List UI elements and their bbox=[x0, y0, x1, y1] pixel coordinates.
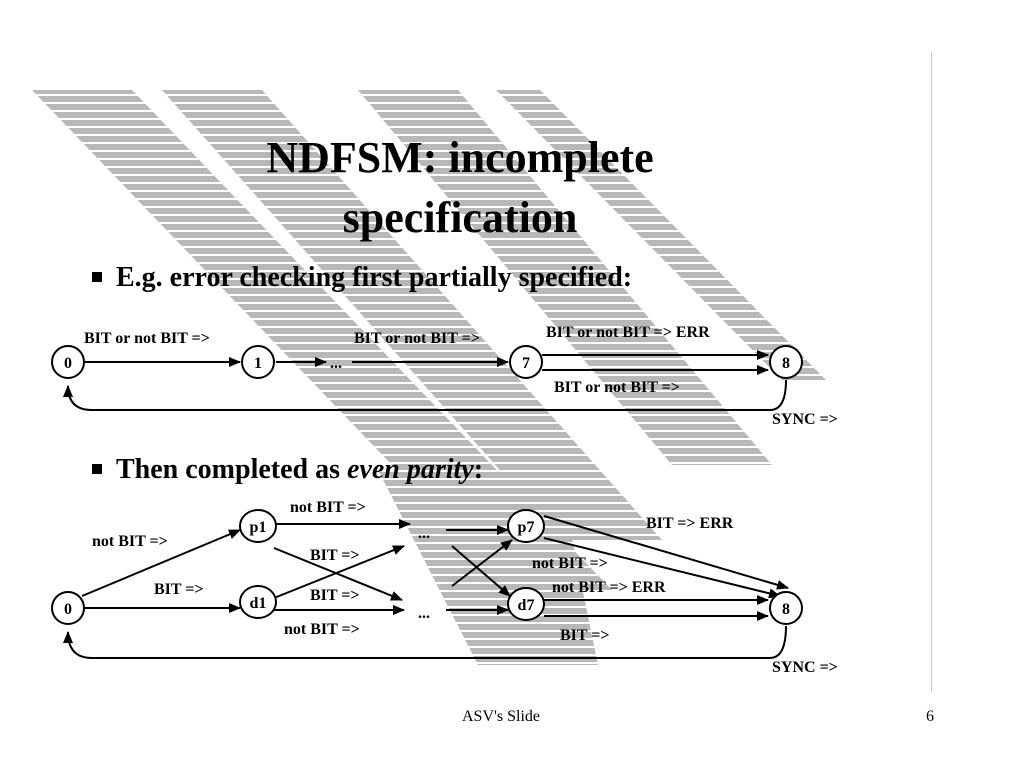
label-d1-bottom: not BIT => bbox=[284, 621, 360, 638]
edge-p7-8-notbit bbox=[543, 537, 781, 599]
bullet2-prefix: Then completed as bbox=[116, 454, 347, 485]
state-p1 bbox=[239, 509, 277, 543]
bullet-square-icon bbox=[92, 464, 102, 474]
ellipsis-1: ... bbox=[330, 355, 342, 372]
state-8 bbox=[769, 345, 803, 379]
state-d7 bbox=[507, 587, 545, 621]
diagram-even-parity bbox=[51, 509, 803, 659]
state-2-8 bbox=[769, 591, 803, 625]
label-d1-cross: BIT => bbox=[310, 587, 360, 604]
label-d7-bit: BIT => bbox=[560, 627, 610, 644]
diagram2-text: 0 p1 d1 p7 d7 8 ... ... not BIT => BIT =… bbox=[64, 499, 838, 676]
state-p7-label: p7 bbox=[518, 519, 535, 536]
edge-cross-a bbox=[451, 545, 511, 597]
state-2-0 bbox=[51, 591, 85, 625]
edge-p1-cross bbox=[273, 547, 403, 601]
bullet-even-parity: Then completed as even parity: bbox=[92, 456, 483, 484]
state-7 bbox=[509, 345, 543, 379]
label-0-d1: BIT => bbox=[154, 581, 204, 598]
label-p7-err: BIT => ERR bbox=[646, 515, 734, 532]
label-e01: BIT or not BIT => bbox=[84, 330, 210, 347]
label-p1-cross: BIT => bbox=[310, 547, 360, 564]
state-d7-label: d7 bbox=[518, 597, 535, 614]
diagram1-text: 0 1 7 8 ... BIT or not BIT => BIT or not… bbox=[64, 324, 838, 428]
stripe-band-2 bbox=[162, 90, 662, 540]
footer-caption: ASV's Slide bbox=[462, 708, 541, 725]
state-1-label: 1 bbox=[254, 355, 262, 372]
right-divider bbox=[931, 52, 932, 692]
state-d1-label: d1 bbox=[250, 595, 267, 612]
decorative-stripes bbox=[32, 90, 826, 665]
state-1 bbox=[241, 345, 275, 379]
ellipsis-bottom: ... bbox=[418, 605, 430, 622]
page-number: 6 bbox=[926, 708, 934, 725]
label-e17: BIT or not BIT => bbox=[354, 330, 480, 347]
edge-p7-8-err bbox=[543, 515, 789, 590]
bullet2-suffix: : bbox=[473, 454, 484, 485]
stripe-band-1 bbox=[32, 90, 612, 590]
label-d7-err: not BIT => ERR bbox=[552, 579, 666, 596]
label-sync-1: SYNC => bbox=[772, 411, 838, 428]
label-p7-notbit: not BIT => bbox=[532, 555, 608, 572]
bullet2-emphasis: even parity bbox=[347, 454, 474, 485]
state-8-label: 8 bbox=[782, 355, 790, 372]
edge-sync-8-0 bbox=[63, 379, 787, 411]
edge-d1-cross bbox=[273, 545, 405, 599]
stripe-band-3 bbox=[358, 90, 772, 465]
bullet-square-icon bbox=[92, 272, 102, 282]
edge-0-p1 bbox=[81, 529, 241, 597]
state-7-label: 7 bbox=[522, 355, 530, 372]
stripe-band-4 bbox=[496, 90, 826, 380]
state-p1-label: p1 bbox=[250, 519, 267, 536]
bullet-partial-spec: E.g. error checking first partially spec… bbox=[92, 264, 632, 292]
state-2-0-label: 0 bbox=[64, 601, 72, 618]
label-sync-2: SYNC => bbox=[772, 659, 838, 676]
state-d1 bbox=[239, 585, 277, 619]
label-0-p1: not BIT => bbox=[92, 533, 168, 550]
edge-sync2-8-0 bbox=[63, 625, 787, 659]
edge-cross-b bbox=[451, 539, 513, 587]
ellipsis-top: ... bbox=[418, 525, 430, 542]
state-p7 bbox=[507, 509, 545, 543]
state-0 bbox=[51, 345, 85, 379]
diagram-partial-spec bbox=[51, 345, 803, 411]
slide-title-line1: NDFSM: incomplete bbox=[266, 133, 654, 182]
label-p1-top: not BIT => bbox=[290, 499, 366, 516]
state-2-8-label: 8 bbox=[782, 601, 790, 618]
bullet1-text: E.g. error checking first partially spec… bbox=[116, 262, 633, 293]
label-e78-bottom: BIT or not BIT => bbox=[554, 379, 680, 396]
state-0-label: 0 bbox=[64, 355, 72, 372]
slide-title-line2: specification bbox=[342, 193, 578, 242]
label-e78-top: BIT or not BIT => ERR bbox=[546, 324, 710, 341]
